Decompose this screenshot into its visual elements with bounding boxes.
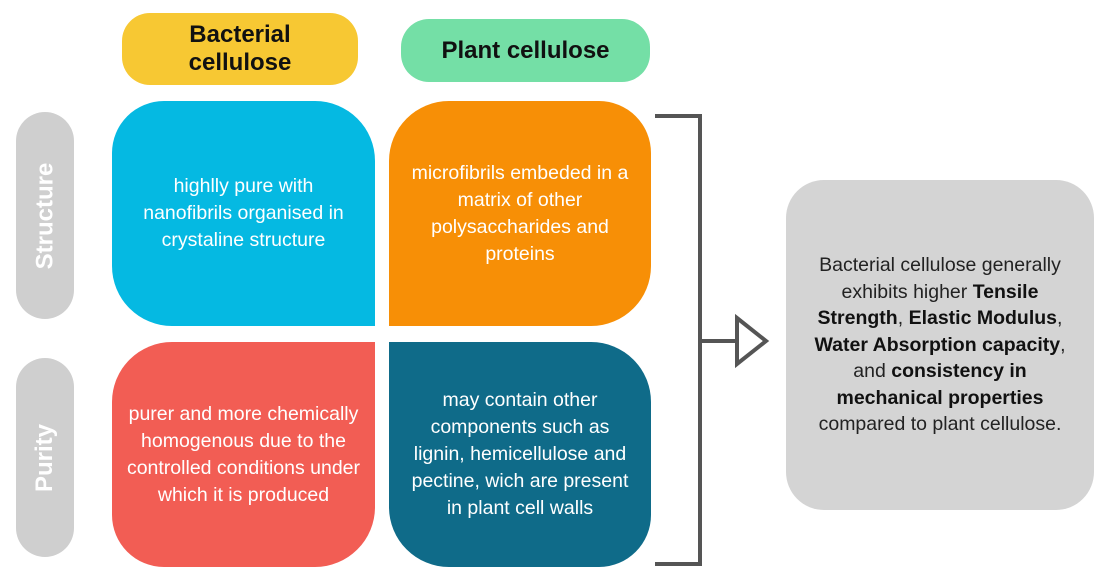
conclusion-text: Bacterial cellulose generally exhibits h…: [800, 252, 1080, 438]
right-bracket: [655, 114, 702, 566]
cell-bacterial-purity: purer and more chemically homogenous due…: [112, 342, 375, 567]
conclusion-bold-elastic-modulus: Elastic Modulus: [908, 307, 1058, 330]
conclusion-bold-water-absorption: Water Absorption capacity: [814, 333, 1061, 356]
conclusion-text-2: ,: [897, 307, 909, 330]
cell-plant-structure: microfibrils embeded in a matrix of othe…: [389, 101, 651, 326]
cell-plant-purity: may contain other components such as lig…: [389, 342, 651, 567]
row-label-structure: Structure: [16, 112, 74, 319]
conclusion-box: Bacterial cellulose generally exhibits h…: [786, 180, 1094, 510]
cell-plant-structure-text: microfibrils embeded in a matrix of othe…: [411, 161, 629, 265]
column-header-bacterial-label: Bacterial cellulose: [188, 21, 292, 76]
row-label-structure-text: Structure: [31, 162, 58, 269]
column-header-plant-label: Plant cellulose: [441, 36, 610, 64]
conclusion-text-4: , and: [853, 333, 1066, 383]
conclusion-text-5: compared to plant cellulose.: [818, 413, 1062, 436]
cell-plant-purity-text: may contain other components such as lig…: [411, 389, 629, 519]
conclusion-bold-tensile-strength: Tensile Strength: [817, 280, 1039, 330]
row-label-purity: Purity: [16, 358, 74, 557]
conclusion-text-1: Bacterial cellulose generally exhibits h…: [819, 254, 1061, 303]
conclusion-text-3: ,: [1057, 307, 1063, 330]
column-header-plant-cellulose: Plant cellulose: [401, 19, 650, 82]
cell-bacterial-purity-text: purer and more chemically homogenous due…: [126, 402, 361, 506]
cell-bacterial-structure-text: highlly pure with nanofibrils organised …: [143, 175, 344, 251]
arrow-right-icon: [735, 313, 770, 369]
row-label-purity-text: Purity: [31, 423, 59, 492]
column-header-bacterial-cellulose: Bacterial cellulose: [122, 13, 358, 85]
conclusion-bold-consistency: consistency in mechanical properties: [836, 360, 1044, 409]
cell-bacterial-structure: highlly pure with nanofibrils organised …: [112, 101, 375, 326]
